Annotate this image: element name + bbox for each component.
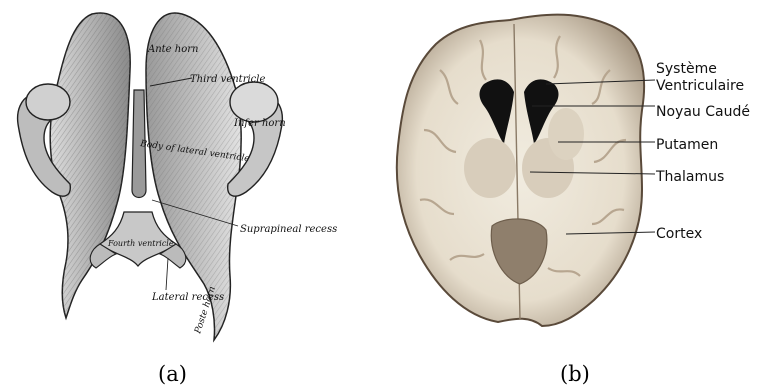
label-systeme: Système (656, 61, 717, 77)
label-third-ventricle: Third ventricle (190, 74, 265, 85)
putamen-right (548, 108, 584, 160)
label-ante-horn: Ante horn (147, 44, 198, 55)
ventricle-drawing: Ante horn Third ventricle Body of latera… (0, 0, 360, 345)
label-cortex: Cortex (656, 226, 702, 242)
label-noyau-caude: Noyau Caudé (656, 104, 750, 120)
label-thalamus: Thalamus (655, 169, 724, 185)
label-infer-horn: Infer horn (233, 118, 286, 129)
brain-slice-drawing: Système Ventriculaire Noyau Caudé Putame… (380, 0, 769, 345)
brain-slice-figure: Système Ventriculaire Noyau Caudé Putame… (380, 0, 769, 345)
label-fourth-ventricle: Fourth ventricle (107, 239, 174, 248)
label-suprapineal-recess: Suprapineal recess (240, 224, 337, 235)
ventricle-illustration: Ante horn Third ventricle Body of latera… (0, 0, 360, 345)
label-putamen: Putamen (656, 137, 718, 153)
caption-b: (b) (560, 362, 590, 386)
thalamus-left (464, 138, 516, 198)
caption-a: (a) (158, 362, 187, 386)
label-ventriculaire: Ventriculaire (656, 78, 744, 94)
